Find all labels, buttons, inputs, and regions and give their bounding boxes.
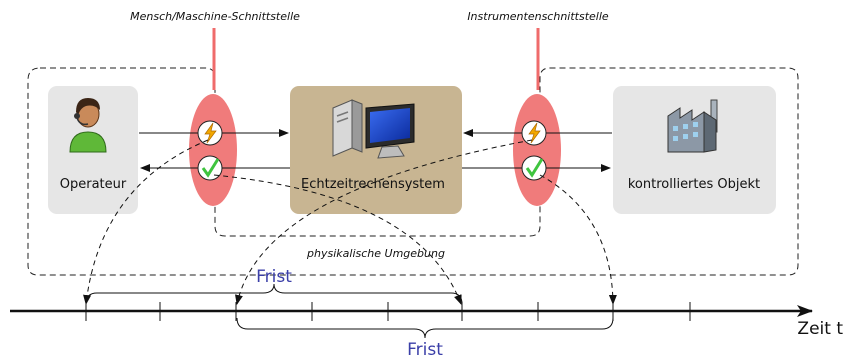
hmi-interface-ellipse	[189, 94, 237, 206]
factory-icon	[667, 99, 718, 153]
environment-label: physikalische Umgebung	[306, 247, 445, 260]
instrument-event-check-icon	[521, 155, 547, 181]
operator-person-icon	[69, 98, 107, 153]
hmi-interface-label: Mensch/Maschine-Schnittstelle	[130, 10, 300, 23]
realtime-system-label: Echtzeitrechensystem	[301, 177, 445, 192]
curve-instrument-stimulus	[235, 139, 533, 305]
curve-hmi-stimulus	[83, 139, 209, 305]
upper-deadline-brace	[85, 283, 463, 305]
hmi-event-lightning-icon	[197, 120, 223, 146]
curve-instrument-response	[539, 174, 617, 305]
time-axis-ticks	[85, 302, 691, 321]
environment-boundary	[27, 67, 799, 276]
instrument-interface-label: Instrumentenschnittstelle	[467, 10, 609, 23]
time-axis-label: Zeit t	[797, 319, 843, 339]
lower-deadline-brace	[236, 317, 614, 339]
controlled-object-label: kontrolliertes Objekt	[628, 177, 760, 192]
timing-curves	[83, 139, 617, 305]
operator-label: Operateur	[60, 177, 127, 192]
curve-hmi-response	[213, 174, 462, 305]
computer-icon	[332, 99, 415, 159]
realtime-system-box	[290, 86, 462, 214]
instrument-event-lightning-icon	[521, 120, 547, 146]
hmi-event-check-icon	[197, 155, 223, 181]
instrument-interface-ellipse	[513, 94, 561, 206]
lower-deadline-label: Frist	[407, 340, 443, 357]
upper-deadline-label: Frist	[256, 267, 292, 287]
